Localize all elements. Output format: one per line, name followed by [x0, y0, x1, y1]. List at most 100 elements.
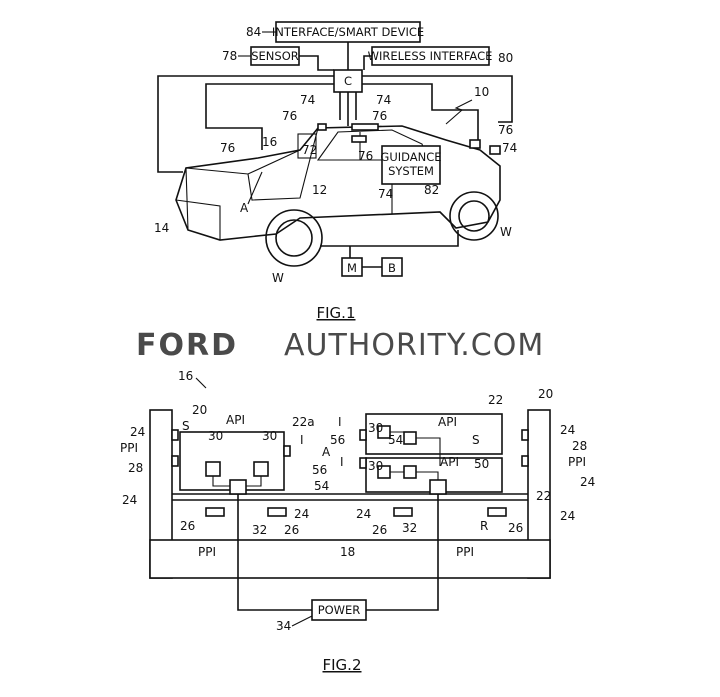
roof-sensor-left [317, 123, 327, 131]
ref2-R: R [480, 519, 488, 533]
cab-rear-window-frame [297, 133, 317, 159]
left-module-cell-1 [205, 461, 221, 477]
right-module-port-1 [359, 429, 367, 441]
ref2-32-a: 32 [252, 523, 267, 537]
ref2-30-d: 30 [368, 459, 383, 473]
ref-76-d: 76 [220, 141, 235, 155]
ref2-32-b: 32 [402, 521, 417, 535]
motor-box-label: M [347, 261, 357, 275]
ref-10: 10 [474, 85, 489, 99]
floor-rails [172, 493, 528, 501]
ref2-ppi-3: PPI [198, 545, 216, 559]
ref2-56-a: 56 [312, 463, 327, 477]
ref2-16: 16 [178, 369, 193, 383]
ref2-I-3: I [340, 455, 344, 469]
leader-A [247, 171, 263, 205]
ref-72: 72 [302, 143, 317, 157]
ref2-20-right: 20 [538, 387, 553, 401]
left-module-wires [212, 476, 262, 487]
floor-foot-3 [393, 507, 413, 517]
ref2-30-c: 30 [368, 421, 383, 435]
ref2-api-3: API [440, 455, 459, 469]
ref2-18: 18 [340, 545, 355, 559]
wire-front-sensor [362, 75, 513, 123]
right-wall-port-1 [521, 429, 529, 441]
wire-roof-sensors [339, 92, 357, 126]
ref2-26-a: 26 [180, 519, 195, 533]
left-module-cell-2 [253, 461, 269, 477]
ref2-22a: 22a [292, 415, 315, 429]
wire-rear-sensor [157, 75, 334, 173]
ref-76-b: 76 [372, 109, 387, 123]
ref2-30-b: 30 [262, 429, 277, 443]
ref2-ppi-1: PPI [120, 441, 138, 455]
fig1-truck-diagram: INTERFACE/SMART DEVICE SENSOR WIRELESS I… [154, 21, 517, 322]
ref2-24-g: 24 [356, 507, 371, 521]
battery-box-label: B [388, 261, 396, 275]
ref-82: 82 [424, 183, 439, 197]
controller-connections [299, 42, 372, 71]
left-wall-port-1 [171, 429, 179, 441]
truck-tailgate [175, 167, 221, 240]
leader-10-arrow [445, 99, 473, 125]
watermark-ford: FORD [136, 328, 238, 363]
left-module-port [283, 445, 291, 457]
ref2-26-c: 26 [372, 523, 387, 537]
wire-front-sensor-2 [362, 83, 479, 140]
ref-14: 14 [154, 221, 169, 235]
ref2-20-left: 20 [192, 403, 207, 417]
ref2-api-1: API [226, 413, 245, 427]
ref2-50: 50 [474, 457, 489, 471]
ref2-26-b: 26 [284, 523, 299, 537]
right-module-api [429, 479, 447, 495]
controller-box-label: C [344, 74, 352, 88]
guidance-system-label-2: SYSTEM [388, 164, 434, 178]
guidance-system-label-1: GUIDANCE [380, 150, 441, 164]
rear-wheel-hub [275, 219, 313, 257]
front-wheel [449, 191, 499, 241]
ref2-54-a: 54 [314, 479, 329, 493]
leader2-34 [291, 615, 313, 627]
ref2-24-b: 24 [122, 493, 137, 507]
upper-cell-2 [403, 431, 417, 445]
ref-78: 78 [222, 49, 237, 63]
guidance-system-box [381, 145, 441, 185]
floor-foot-1 [205, 507, 225, 517]
ref-A: A [240, 201, 249, 215]
lower-cell-2 [403, 465, 417, 479]
truck-bed-inner [247, 127, 319, 201]
ford-authority-watermark: FORD AUTHORITY.COM [136, 328, 543, 363]
ref2-30-a: 30 [208, 429, 223, 443]
power-box-label: POWER [318, 603, 361, 617]
ref-74-c: 74 [502, 141, 517, 155]
ref2-24-c: 24 [560, 423, 575, 437]
drive-connections [320, 230, 459, 258]
ref2-24-f: 24 [294, 507, 309, 521]
floor-foot-4 [487, 507, 507, 517]
ref2-I-1: I [300, 433, 304, 447]
wireless-interface-box-label: WIRELESS INTERFACE [368, 49, 493, 63]
ref-W-rear: W [272, 271, 284, 285]
ref2-api-2: API [438, 415, 457, 429]
ref2-24-d: 24 [580, 475, 595, 489]
right-wall-port-2 [521, 455, 529, 467]
ref2-26-d: 26 [508, 521, 523, 535]
ref2-22: 22 [488, 393, 503, 407]
ref-74-d: 74 [378, 187, 393, 201]
ref-80: 80 [498, 51, 513, 65]
ref2-22-b: 22 [536, 489, 551, 503]
right-module-port-2 [359, 457, 367, 469]
ref2-34: 34 [276, 619, 291, 633]
roof-sensor-front [351, 135, 367, 143]
ref-12: 12 [312, 183, 327, 197]
ref2-24-a: 24 [130, 425, 145, 439]
ref2-S-right: S [472, 433, 480, 447]
ref-74-a: 74 [300, 93, 315, 107]
right-module-wires [390, 431, 441, 480]
ref2-28-a: 28 [128, 461, 143, 475]
front-wheel-hub [458, 200, 490, 232]
ref2-24-e: 24 [560, 509, 575, 523]
ref-16: 16 [262, 135, 277, 149]
